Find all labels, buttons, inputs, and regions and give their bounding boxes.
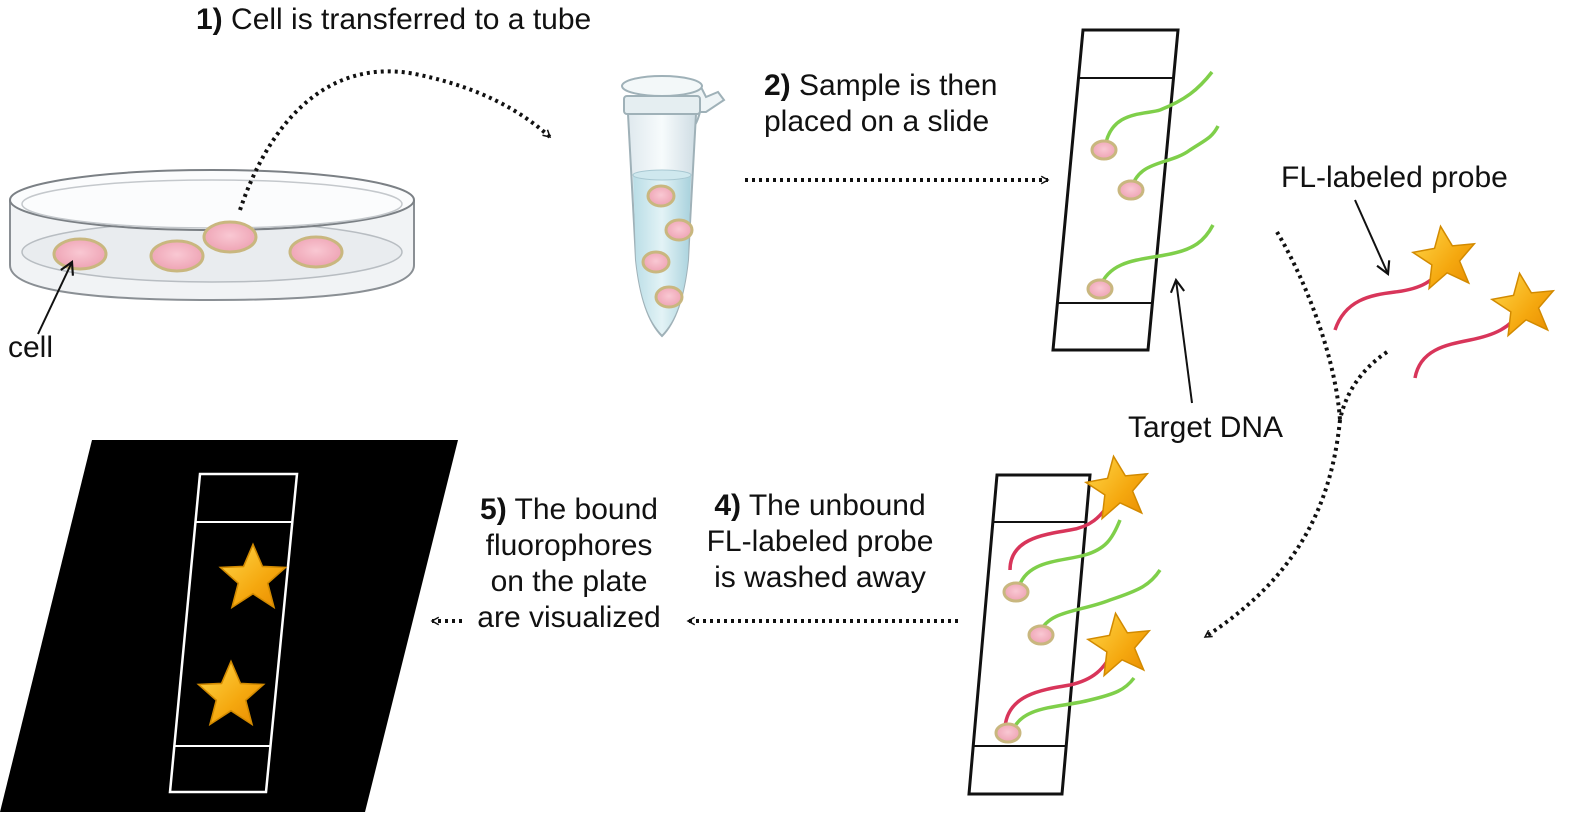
cell-label: cell [8, 331, 54, 364]
target-dna-label: Target DNA [1128, 411, 1284, 444]
cell-icon [994, 581, 1055, 744]
step-text-line: are visualized [477, 601, 661, 634]
fl-labeled-probes [1333, 221, 1560, 379]
step-text-line: is washed away [714, 561, 926, 594]
dark-slide-outline [168, 472, 299, 794]
step-1-label: 1) Cell is transferred to a tube [196, 2, 591, 38]
cell-pointer-arrow [37, 260, 74, 335]
fluorophore-star-icon [1082, 451, 1154, 521]
step-text-line: fluorophores [485, 529, 653, 562]
step-text-line: FL-labeled probe [706, 525, 934, 558]
step-text-line: Sample is then [799, 69, 998, 102]
slide-with-bound-probes [967, 451, 1162, 796]
step-number: 4) [714, 489, 742, 522]
step-text-line: The unbound [748, 489, 926, 522]
step-2-label: 2) Sample is then placed on a slide [764, 68, 997, 140]
step-5-label: 5) The bound fluorophores on the plate a… [462, 492, 676, 636]
microcentrifuge-tube-icon [621, 75, 726, 338]
fluorophore-star-icon [1488, 268, 1560, 338]
arrow-hybridization [1205, 230, 1389, 639]
arrow-dish-to-tube [238, 69, 552, 211]
step-text-line: on the plate [490, 565, 648, 598]
step-number: 5) [480, 493, 507, 526]
petri-dish-icon [9, 169, 415, 302]
cell-icon [641, 184, 694, 309]
step-text-line: placed on a slide [764, 105, 990, 138]
target-dna-pointer-arrow [1169, 277, 1193, 404]
probe-pointer-arrow [1354, 199, 1391, 277]
step-4-label: 4) The unbound FL-labeled probe is washe… [682, 488, 958, 596]
target-dna-strand [1098, 70, 1220, 288]
visualization-plate [0, 440, 458, 812]
probe-label: FL-labeled probe [1281, 161, 1508, 194]
step-text: Cell is transferred to a tube [231, 3, 592, 36]
fluorophore-star-icon [1409, 221, 1481, 291]
step-number: 1) [196, 3, 223, 36]
step-number: 2) [764, 69, 791, 102]
fluorophore-star-icon [1084, 608, 1156, 678]
cell-icon [1086, 139, 1145, 300]
step-text-line: The bound [514, 493, 658, 526]
slide-with-target-dna [1051, 28, 1220, 352]
